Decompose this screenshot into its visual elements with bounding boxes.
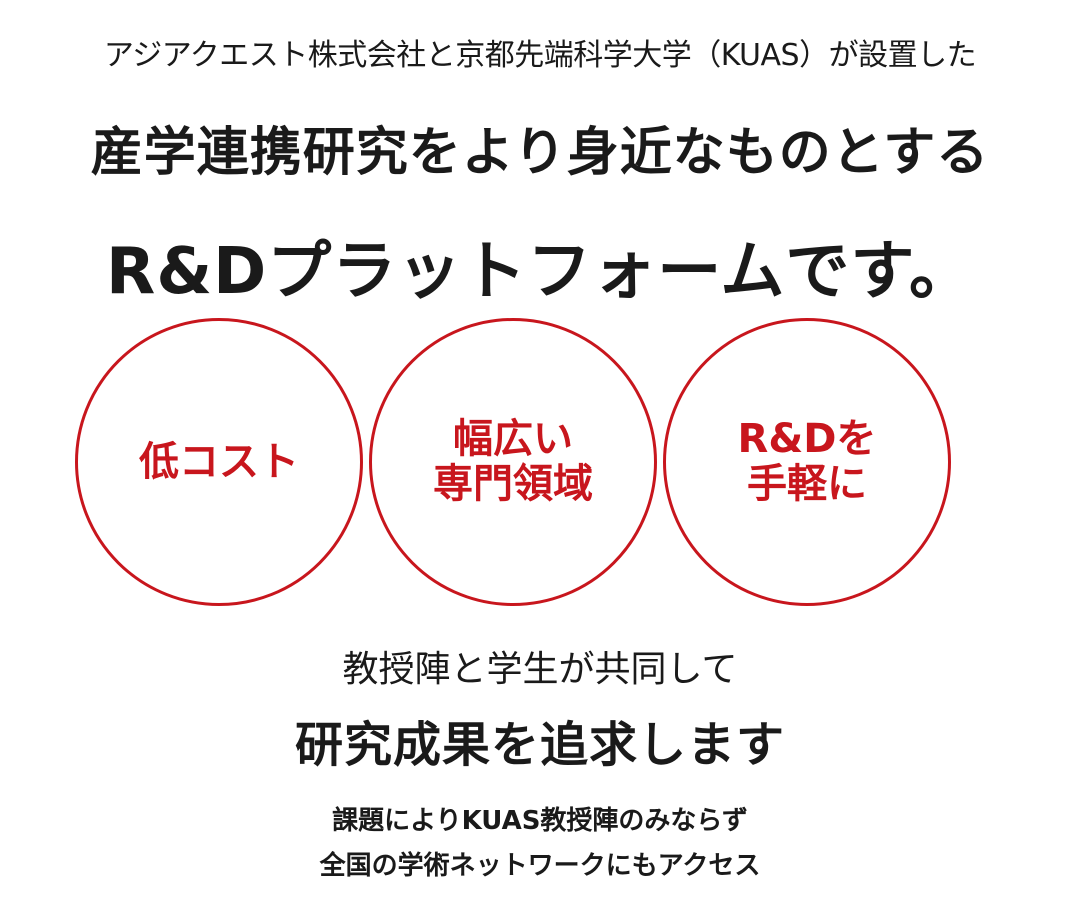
feature-circle-easy-rd: R&Dを 手軽に bbox=[663, 318, 951, 606]
headline-line-2: R&Dプラットフォームです。 bbox=[106, 235, 974, 309]
feature-circle-wide-fields: 幅広い 専門領域 bbox=[369, 318, 657, 606]
feature-label-line-1: 低コスト bbox=[139, 438, 299, 485]
feature-label-line-1: R&Dを bbox=[737, 416, 877, 463]
intro-text: アジアクエスト株式会社と京都先端科学大学（KUAS）が設置した bbox=[103, 38, 977, 73]
collaboration-line-2: 研究成果を追求します bbox=[294, 717, 785, 773]
feature-label-line-1: 幅広い bbox=[453, 416, 573, 463]
network-line-1: 課題によりKUAS教授陣のみならず bbox=[332, 806, 748, 836]
feature-circles: 低コスト 幅広い 専門領域 R&Dを 手軽に bbox=[75, 318, 1005, 608]
collaboration-line-1: 教授陣と学生が共同して bbox=[342, 649, 738, 690]
feature-label-line-2: 手軽に bbox=[746, 461, 867, 507]
feature-circle-low-cost: 低コスト bbox=[75, 318, 363, 606]
feature-label-line-2: 専門領域 bbox=[433, 461, 593, 507]
headline-line-1: 産学連携研究をより身近なものとする bbox=[90, 123, 990, 183]
network-line-2: 全国の学術ネットワークにもアクセス bbox=[319, 851, 761, 881]
